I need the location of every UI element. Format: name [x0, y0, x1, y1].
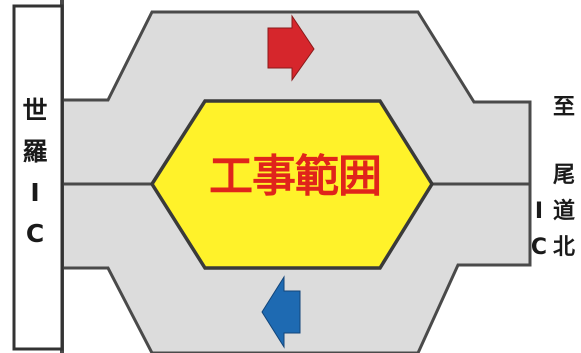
right-destination-char: I [534, 199, 544, 224]
left-interchange-char: C [25, 219, 45, 248]
left-interchange-char: I [30, 178, 40, 207]
right-destination-ic-label: I C [525, 201, 553, 273]
right-destination-char: 北 [552, 235, 575, 260]
construction-zone-label: 工事範囲 [209, 151, 382, 202]
upper-lane-direction-arrow [267, 14, 315, 82]
right-destination-char: 至 [552, 95, 575, 120]
left-interchange-frame [12, 4, 64, 351]
right-destination-char: 道 [552, 199, 575, 224]
right-destination-to-label: 至 [550, 97, 578, 133]
right-destination-char: 尾 [552, 163, 575, 188]
construction-zone-shape [149, 99, 435, 270]
right-destination-name-label: 尾 道 北 [550, 165, 578, 273]
lower-lane-direction-arrow [261, 275, 301, 349]
right-destination-char: C [530, 235, 548, 260]
left-interchange-char: 羅 [22, 137, 48, 166]
left-interchange-label: 世 羅 I C [18, 98, 52, 262]
left-interchange-char: 世 [22, 96, 48, 125]
